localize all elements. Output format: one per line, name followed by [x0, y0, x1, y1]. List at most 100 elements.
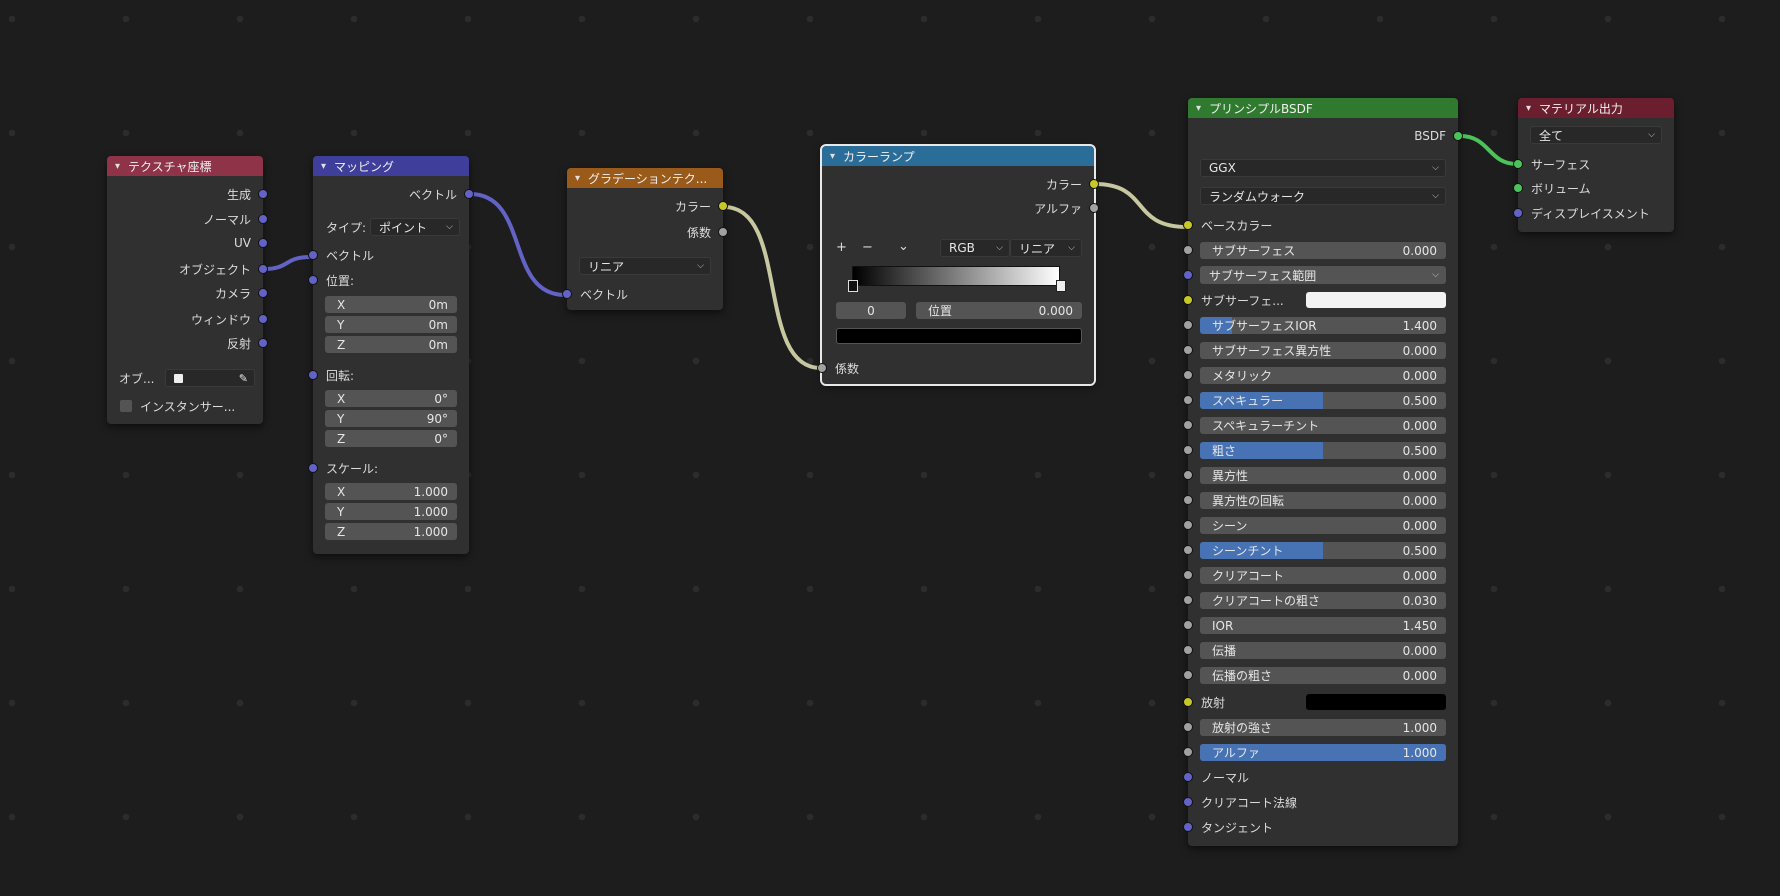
socket-icon[interactable] — [562, 289, 572, 299]
socket-icon[interactable] — [1183, 570, 1193, 580]
principled-bsdf-node[interactable]: ▾プリンシプルBSDF BSDF GGX⌵ ランダムウォーク⌵ ベースカラー サ… — [1183, 98, 1463, 846]
socket-icon[interactable] — [308, 370, 318, 380]
texture-coordinate-node[interactable]: ▾テクスチャ座標 生成 ノーマル UV オブジェクト カメラ ウィンドウ 反射 … — [107, 156, 268, 424]
add-stop-button[interactable]: + — [836, 240, 847, 255]
socket-icon[interactable] — [464, 189, 474, 199]
instancer-checkbox[interactable] — [120, 400, 132, 412]
eyedropper-icon[interactable]: ✎ — [238, 371, 248, 385]
socket-icon[interactable] — [1183, 545, 1193, 555]
socket-icon[interactable] — [1183, 345, 1193, 355]
socket-icon[interactable] — [817, 363, 827, 373]
stop-color-swatch[interactable] — [836, 328, 1082, 344]
socket-icon[interactable] — [258, 264, 268, 274]
socket-icon[interactable] — [1513, 159, 1523, 169]
collapse-icon[interactable]: ▾ — [830, 150, 836, 162]
socket-icon[interactable] — [718, 201, 728, 211]
interpolation-dropdown[interactable]: リニア⌵ — [1010, 239, 1082, 257]
emission-color-swatch[interactable] — [1306, 694, 1446, 710]
object-picker[interactable]: ✎ — [165, 369, 255, 387]
collapse-icon[interactable]: ▾ — [115, 160, 121, 172]
socket-icon[interactable] — [718, 227, 728, 237]
socket-icon[interactable] — [1183, 470, 1193, 480]
collapse-icon[interactable]: ▾ — [575, 172, 581, 184]
socket-icon[interactable] — [1183, 670, 1193, 680]
subsurface-method-dropdown[interactable]: ランダムウォーク⌵ — [1200, 187, 1446, 205]
stop-handle-black-icon[interactable] — [848, 280, 858, 292]
stop-index-field[interactable]: 0 — [836, 302, 906, 319]
node-header[interactable]: ▾マテリアル出力 — [1518, 98, 1674, 118]
socket-icon[interactable] — [1183, 620, 1193, 630]
socket-icon[interactable] — [1453, 131, 1463, 141]
socket-icon[interactable] — [1183, 797, 1193, 807]
socket-icon[interactable] — [1183, 645, 1193, 655]
type-dropdown[interactable]: ポイント⌵ — [370, 218, 460, 236]
collapse-icon[interactable]: ▾ — [321, 160, 327, 172]
socket-icon[interactable] — [258, 288, 268, 298]
node-header[interactable]: ▾グラデーションテク... — [567, 168, 723, 188]
socket-icon[interactable] — [1183, 370, 1193, 380]
collapse-icon[interactable]: ▾ — [1526, 102, 1532, 114]
socket-icon[interactable] — [1183, 772, 1193, 782]
socket-icon[interactable] — [308, 463, 318, 473]
socket-icon[interactable] — [1183, 245, 1193, 255]
socket-icon[interactable] — [1183, 295, 1193, 305]
collapse-icon[interactable]: ▾ — [1196, 102, 1202, 114]
socket-icon[interactable] — [258, 238, 268, 248]
gradient-type-dropdown[interactable]: リニア⌵ — [579, 257, 711, 275]
node-header[interactable]: ▾マッピング — [313, 156, 469, 176]
socket-icon[interactable] — [1183, 420, 1193, 430]
distribution-dropdown[interactable]: GGX⌵ — [1200, 159, 1446, 177]
ramp-menu-button[interactable]: ⌄ — [898, 239, 909, 254]
stop-handle-white-icon[interactable] — [1056, 280, 1066, 292]
node-header[interactable]: ▾テクスチャ座標 — [107, 156, 263, 176]
socket-icon[interactable] — [258, 338, 268, 348]
socket-icon[interactable] — [1183, 270, 1193, 280]
socket-icon[interactable] — [1183, 320, 1193, 330]
node-header[interactable]: ▾カラーランプ — [822, 146, 1094, 166]
socket-icon[interactable] — [1183, 520, 1193, 530]
socket-icon[interactable] — [1183, 220, 1193, 230]
socket-icon[interactable] — [258, 189, 268, 199]
socket-icon[interactable] — [1183, 722, 1193, 732]
socket-icon[interactable] — [1183, 697, 1193, 707]
color-mode-dropdown[interactable]: RGB⌵ — [940, 239, 1010, 257]
socket-icon[interactable] — [1513, 183, 1523, 193]
socket-icon[interactable] — [1513, 208, 1523, 218]
gradient-ramp[interactable] — [852, 266, 1060, 286]
socket-icon[interactable] — [1183, 495, 1193, 505]
socket-icon[interactable] — [308, 250, 318, 260]
node-header[interactable]: ▾プリンシプルBSDF — [1188, 98, 1458, 118]
subsurface-color-swatch[interactable] — [1306, 292, 1446, 308]
gradient-texture-node[interactable]: ▾グラデーションテク... カラー 係数 リニア⌵ ベクトル — [562, 168, 728, 310]
socket-icon[interactable] — [1183, 445, 1193, 455]
socket-icon[interactable] — [1089, 203, 1099, 213]
